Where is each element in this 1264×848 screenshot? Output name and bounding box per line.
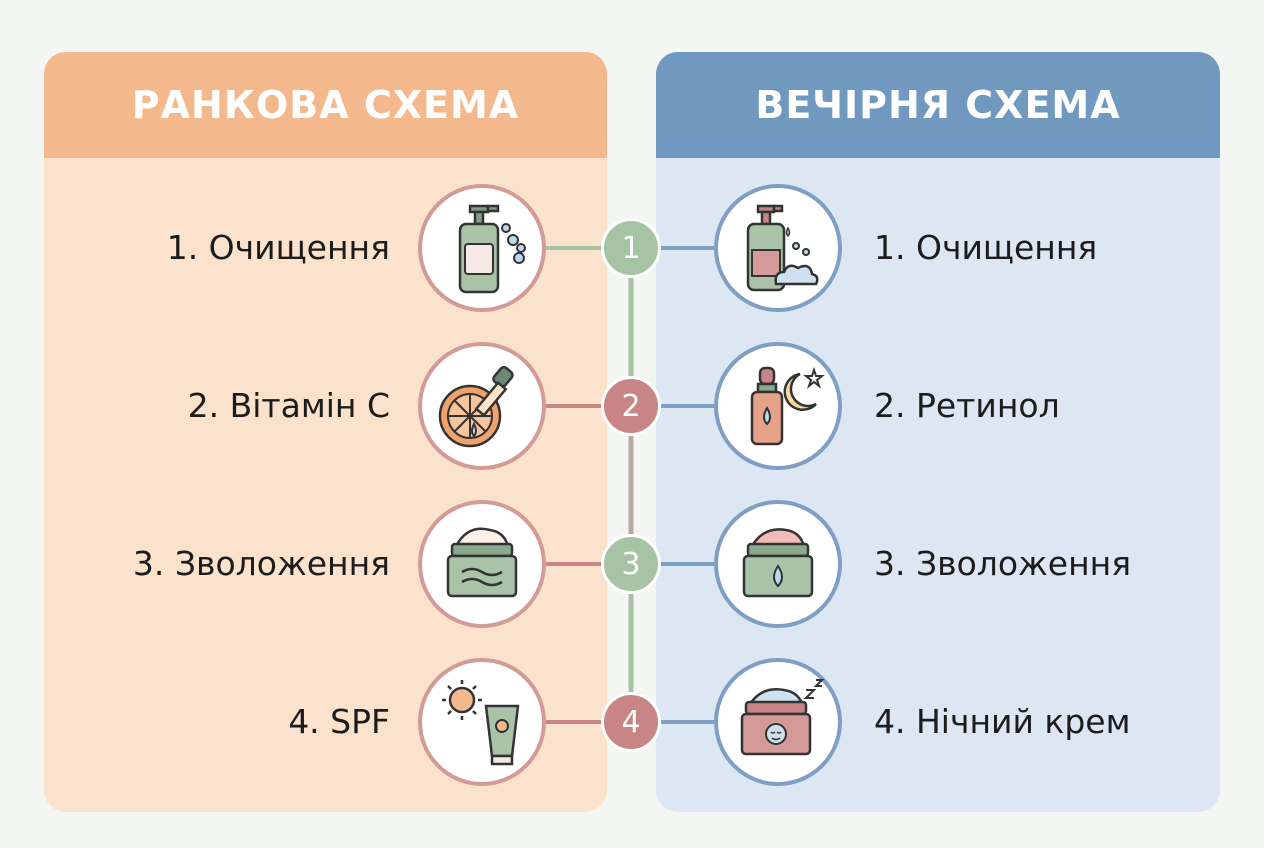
step-number-3: 3 — [601, 534, 661, 594]
morning-step-4-icon-circle — [418, 658, 546, 786]
evening-step-1-label: 1. Очищення — [874, 228, 1098, 267]
evening-step-3-icon-circle — [714, 500, 842, 628]
sunscreen-tube-icon — [442, 680, 520, 766]
morning-step-2-icon-circle — [418, 342, 546, 470]
evening-step-2-label: 2. Ретинол — [874, 386, 1060, 425]
morning-step-4-label: 4. SPF — [288, 702, 390, 741]
vitamin-c-dropper-icon — [438, 365, 514, 448]
morning-routine-title: РАНКОВА СХЕМА — [44, 52, 607, 158]
moisturizer-jar-icon — [446, 527, 518, 598]
morning-step-2-label: 2. Вітамін С — [187, 386, 390, 425]
step-number-1: 1 — [601, 218, 661, 278]
step-number-4: 4 — [601, 692, 661, 752]
morning-step-3-icon-circle — [418, 500, 546, 628]
foam-cleanser-icon — [746, 204, 819, 292]
step-number-2: 2 — [601, 376, 661, 436]
retinol-serum-icon — [750, 366, 825, 446]
cleanser-bottle-icon — [458, 204, 526, 294]
morning-step-1-icon-circle — [418, 184, 546, 312]
night-cream-icon — [740, 679, 825, 756]
evening-routine-title: ВЕЧІРНЯ СХЕМА — [656, 52, 1220, 158]
evening-step-1-icon-circle — [714, 184, 842, 312]
hydrating-cream-icon — [742, 528, 814, 598]
evening-step-4-label: 4. Нічний крем — [874, 702, 1131, 741]
evening-step-3-label: 3. Зволоження — [874, 544, 1132, 583]
morning-step-3-label: 3. Зволоження — [132, 544, 390, 583]
morning-step-1-label: 1. Очищення — [166, 228, 390, 267]
evening-step-4-icon-circle — [714, 658, 842, 786]
evening-step-2-icon-circle — [714, 342, 842, 470]
